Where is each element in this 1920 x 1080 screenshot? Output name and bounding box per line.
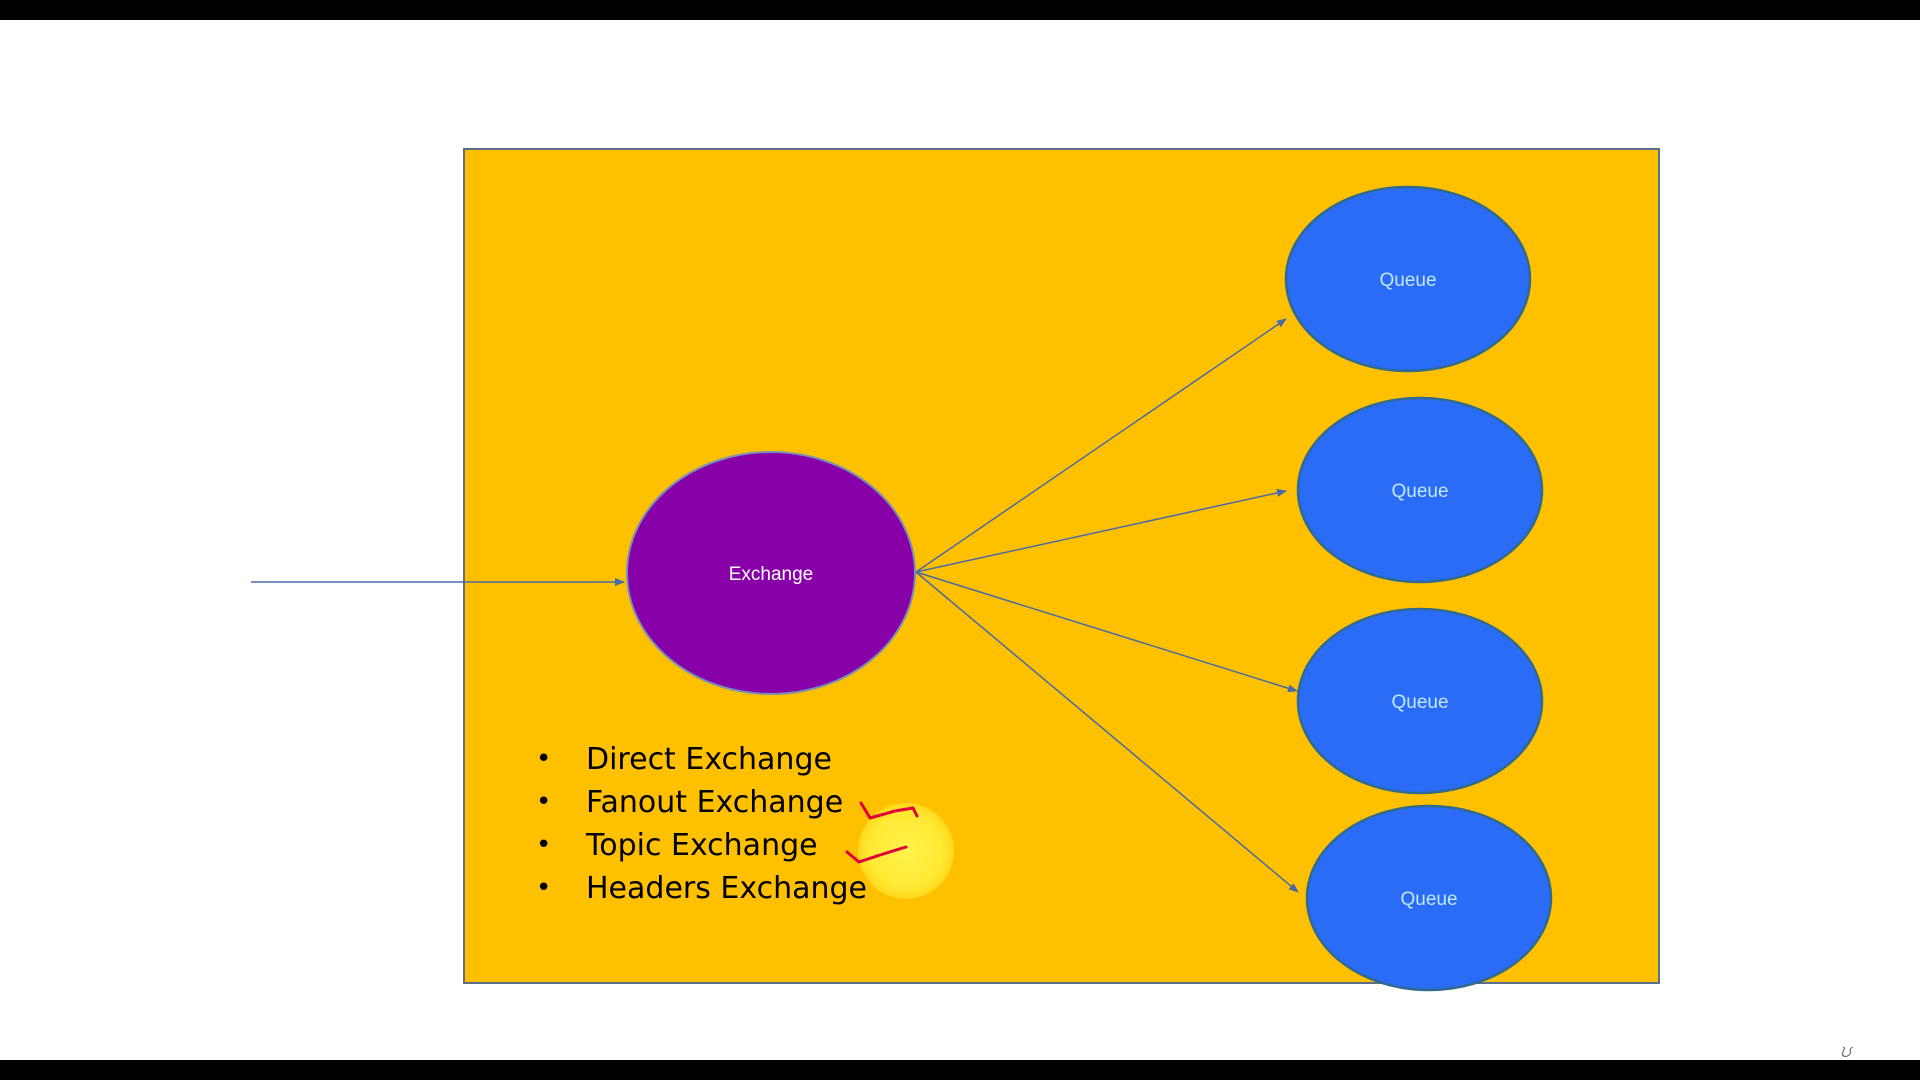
route-arrow-queue-4 bbox=[915, 571, 1299, 893]
queue-label: Queue bbox=[1391, 692, 1448, 713]
route-arrow-queue-3 bbox=[915, 571, 1298, 693]
cursor-highlight bbox=[858, 803, 954, 899]
route-arrow-queue-1 bbox=[915, 318, 1287, 573]
diagram-panel bbox=[463, 148, 1660, 984]
exchange-node: Exchange bbox=[626, 451, 916, 695]
queue-node: Queue bbox=[1296, 396, 1544, 584]
annotation-stroke bbox=[845, 845, 908, 864]
list-item-direct-exchange: Direct Exchange bbox=[536, 738, 867, 781]
queue-label: Queue bbox=[1400, 889, 1457, 910]
list-item-headers-exchange: Headers Exchange bbox=[536, 867, 867, 910]
list-item-fanout-exchange: Fanout Exchange bbox=[536, 781, 867, 824]
watermark-logo: ᙀ bbox=[1840, 1045, 1851, 1061]
route-arrow-queue-2 bbox=[915, 489, 1287, 573]
queue-node: Queue bbox=[1284, 185, 1532, 373]
annotation-stroke bbox=[859, 801, 919, 820]
queue-label: Queue bbox=[1391, 481, 1448, 502]
queue-node: Queue bbox=[1296, 607, 1544, 795]
queue-label: Queue bbox=[1379, 270, 1436, 291]
queue-node: Queue bbox=[1305, 804, 1553, 992]
exchange-label: Exchange bbox=[729, 564, 814, 585]
list-item-topic-exchange: Topic Exchange bbox=[536, 824, 867, 867]
exchange-types-list: Direct Exchange Fanout Exchange Topic Ex… bbox=[536, 738, 867, 910]
